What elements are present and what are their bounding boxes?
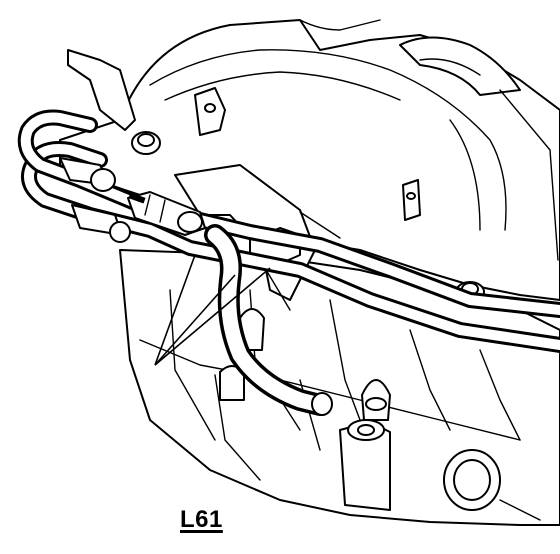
intake-manifold — [59, 19, 560, 301]
upper-hose — [21, 141, 560, 353]
return-hose — [204, 224, 333, 416]
leader-lines — [154, 254, 271, 366]
hose-clamp — [127, 191, 206, 236]
option-code-label: L61 — [180, 506, 223, 533]
lower-hose — [17, 109, 560, 318]
